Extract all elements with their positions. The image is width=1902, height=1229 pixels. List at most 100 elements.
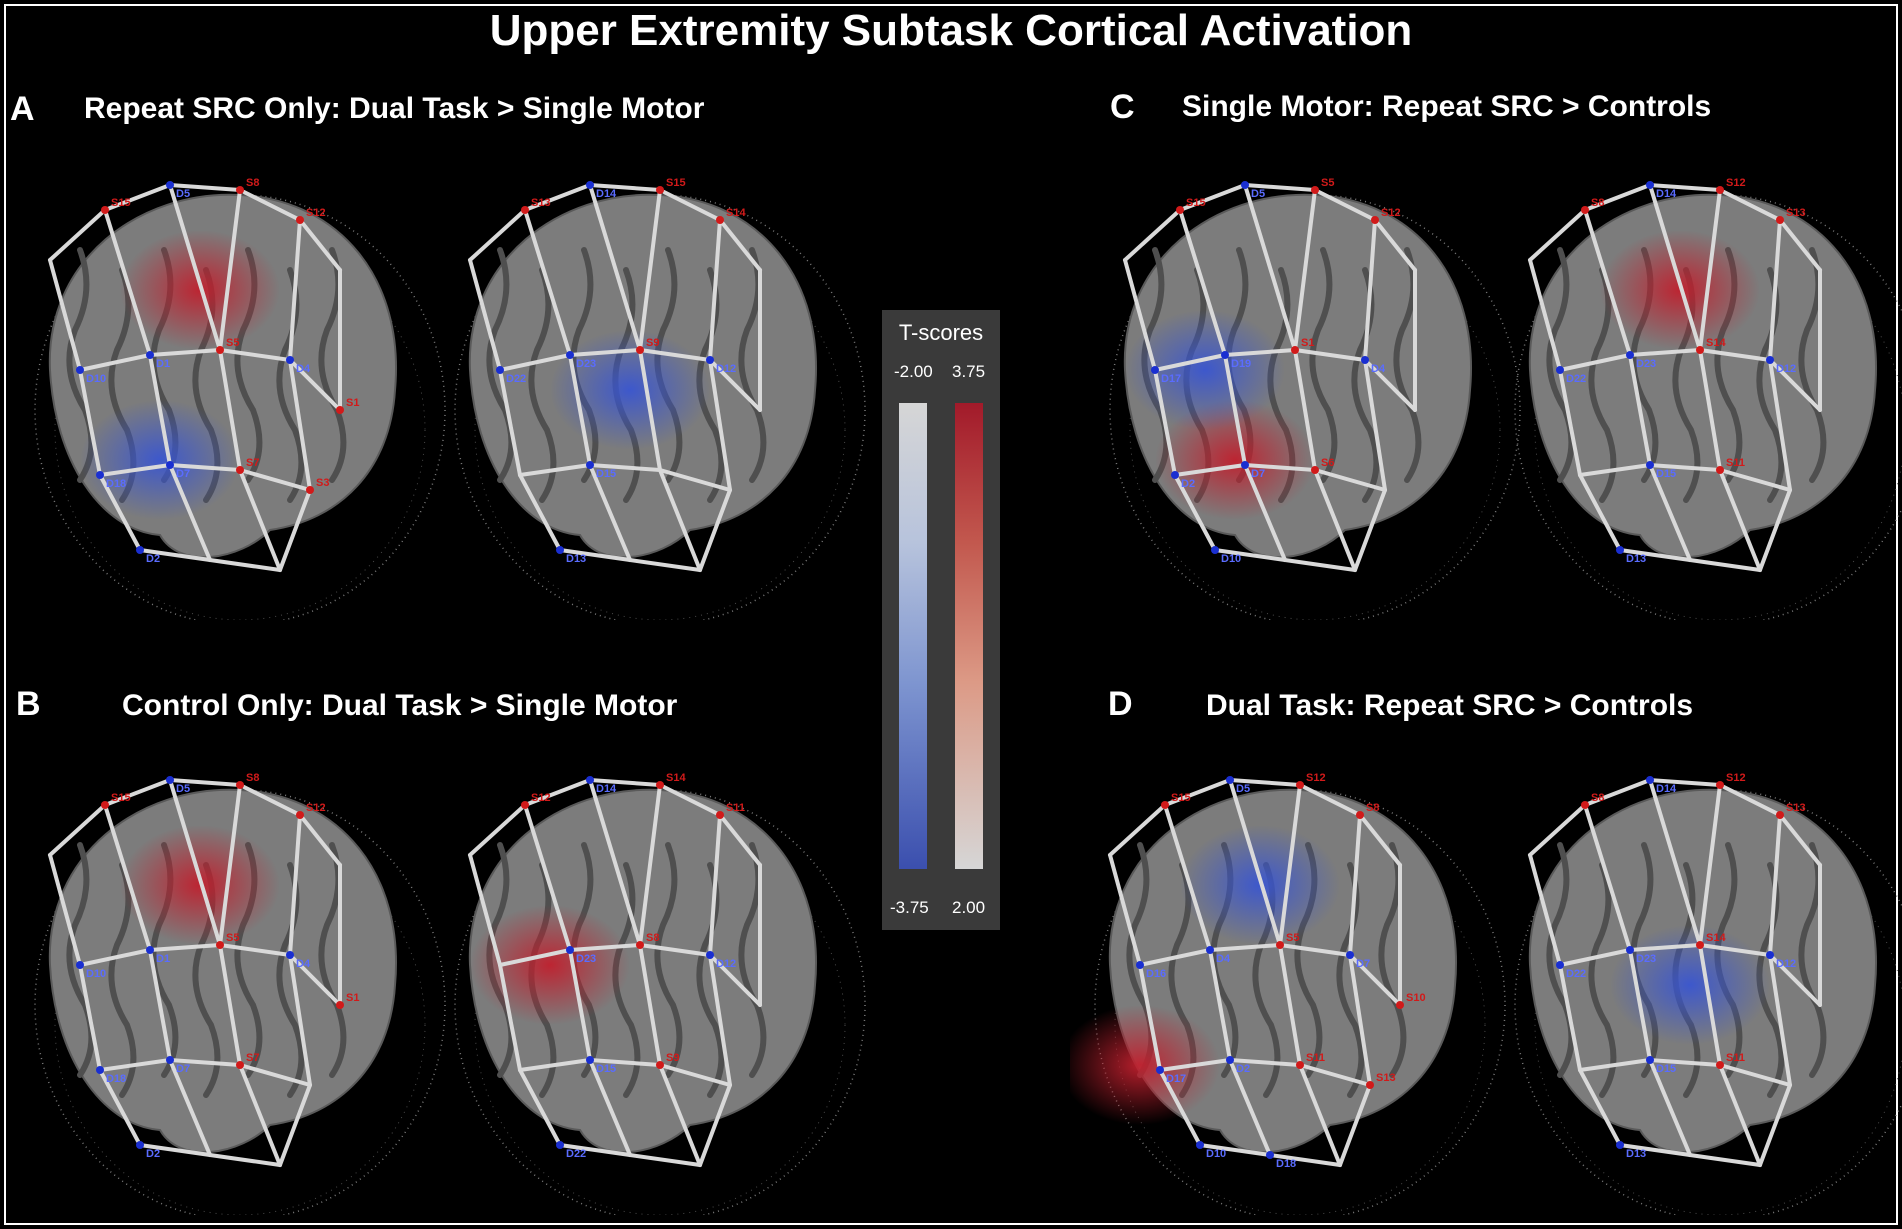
detector-label: D17 — [1166, 1073, 1186, 1085]
detector-label: D4 — [1371, 363, 1386, 375]
probe-channel-line — [1698, 348, 1722, 472]
probe-channel-line — [1348, 813, 1362, 957]
probe-channel-line — [1768, 813, 1782, 957]
probe-channel-line — [1313, 468, 1357, 572]
source-label: S12 — [1726, 177, 1746, 189]
head-outline-icon — [454, 789, 866, 1215]
probe-channel-line — [288, 953, 342, 1007]
probe-channel-line — [218, 943, 292, 957]
probe-channel-line — [658, 468, 732, 492]
source-label: S8 — [246, 772, 259, 784]
detector-optode-icon — [1206, 946, 1214, 954]
detector-label: D15 — [596, 468, 616, 480]
warm-colorbar — [955, 403, 983, 869]
sulcus-icon — [1546, 842, 1575, 1078]
source-label: S11 — [726, 802, 745, 814]
probe-channel-line — [1648, 778, 1722, 787]
source-optode-icon — [1776, 216, 1784, 224]
probe-channel-line — [588, 463, 632, 562]
source-optode-icon — [716, 811, 724, 819]
probe-channel-line — [708, 953, 732, 1087]
detector-optode-icon — [166, 181, 174, 189]
source-optode-icon — [1176, 206, 1184, 214]
probe-channel-line — [1558, 353, 1632, 372]
source-label: S13 — [1376, 1072, 1396, 1084]
source-label: S13 — [1786, 802, 1806, 814]
source-optode-icon — [1161, 801, 1169, 809]
legend-warm-top: 3.75 — [952, 362, 986, 381]
probe-channel-line — [1778, 218, 1822, 272]
detector-optode-icon — [586, 461, 594, 469]
source-label: S8 — [1366, 802, 1379, 814]
probe-channel-line — [638, 188, 662, 352]
source-label: S8 — [1591, 792, 1604, 804]
head-mesh-icon — [474, 239, 846, 620]
probe-channel-line — [708, 953, 762, 1007]
probe-channel-line — [1768, 953, 1792, 1087]
probe-channel-line — [298, 218, 342, 272]
detector-label: D5 — [1251, 188, 1265, 200]
detector-label: D12 — [716, 363, 736, 375]
probe-channel-line — [568, 943, 642, 952]
probe-channel-line — [1778, 813, 1822, 867]
probe-channel-line — [638, 348, 662, 472]
probe-channel-line — [1283, 558, 1357, 572]
source-optode-icon — [216, 346, 224, 354]
probe-channel-line — [1698, 943, 1772, 957]
source-optode-icon — [216, 941, 224, 949]
probe-channel-line — [103, 183, 172, 212]
sulcus-icon — [66, 842, 95, 1078]
source-optode-icon — [236, 781, 244, 789]
probe-channel-line — [1243, 183, 1317, 192]
probe-channel-line — [498, 353, 572, 372]
detector-optode-icon — [1151, 366, 1159, 374]
source-label: S14 — [726, 207, 746, 219]
source-label: S6 — [1321, 457, 1334, 469]
probe-channel-line — [1243, 183, 1297, 352]
probe-channel-line — [1173, 473, 1217, 552]
source-optode-icon — [1716, 466, 1724, 474]
source-label: S12 — [1726, 772, 1746, 784]
probe-channel-line — [1163, 778, 1232, 807]
probe-channel-line — [1123, 258, 1157, 372]
probe-channel-line — [1358, 813, 1402, 867]
probe-channel-line — [1213, 548, 1287, 562]
source-label: S12 — [306, 207, 326, 219]
probe-channel-line — [1298, 783, 1362, 817]
source-label: S5 — [1286, 932, 1299, 944]
source-optode-icon — [1716, 186, 1724, 194]
detector-label: D10 — [86, 373, 106, 385]
detector-optode-icon — [1156, 1066, 1164, 1074]
detector-label: D13 — [1626, 553, 1646, 565]
source-optode-icon — [1696, 346, 1704, 354]
detector-optode-icon — [1556, 366, 1564, 374]
source-optode-icon — [1371, 216, 1379, 224]
detector-optode-icon — [1626, 351, 1634, 359]
probe-channel-line — [1123, 208, 1182, 262]
head-mesh-icon — [1534, 239, 1902, 620]
source-optode-icon — [1696, 941, 1704, 949]
probe-channel-line — [1108, 853, 1142, 967]
detector-label: D15 — [596, 1063, 616, 1075]
panel-a-title: Repeat SRC Only: Dual Task > Single Moto… — [84, 92, 705, 125]
detector-label: D13 — [566, 553, 586, 565]
probe-channel-line — [1578, 1058, 1652, 1072]
probe-channel-line — [1528, 208, 1587, 262]
detector-label: D16 — [1146, 968, 1166, 980]
negative-activation-blob — [80, 400, 240, 520]
detector-optode-icon — [1766, 356, 1774, 364]
head-mesh-icon — [54, 834, 426, 1215]
source-label: S14 — [666, 772, 686, 784]
probe-channel-line — [1768, 358, 1822, 412]
probe-channel-line — [288, 358, 342, 412]
source-optode-icon — [1311, 186, 1319, 194]
detector-label: D2 — [1181, 478, 1195, 490]
probe-channel-line — [238, 783, 302, 817]
detector-optode-icon — [286, 951, 294, 959]
probe-channel-line — [1293, 188, 1317, 352]
